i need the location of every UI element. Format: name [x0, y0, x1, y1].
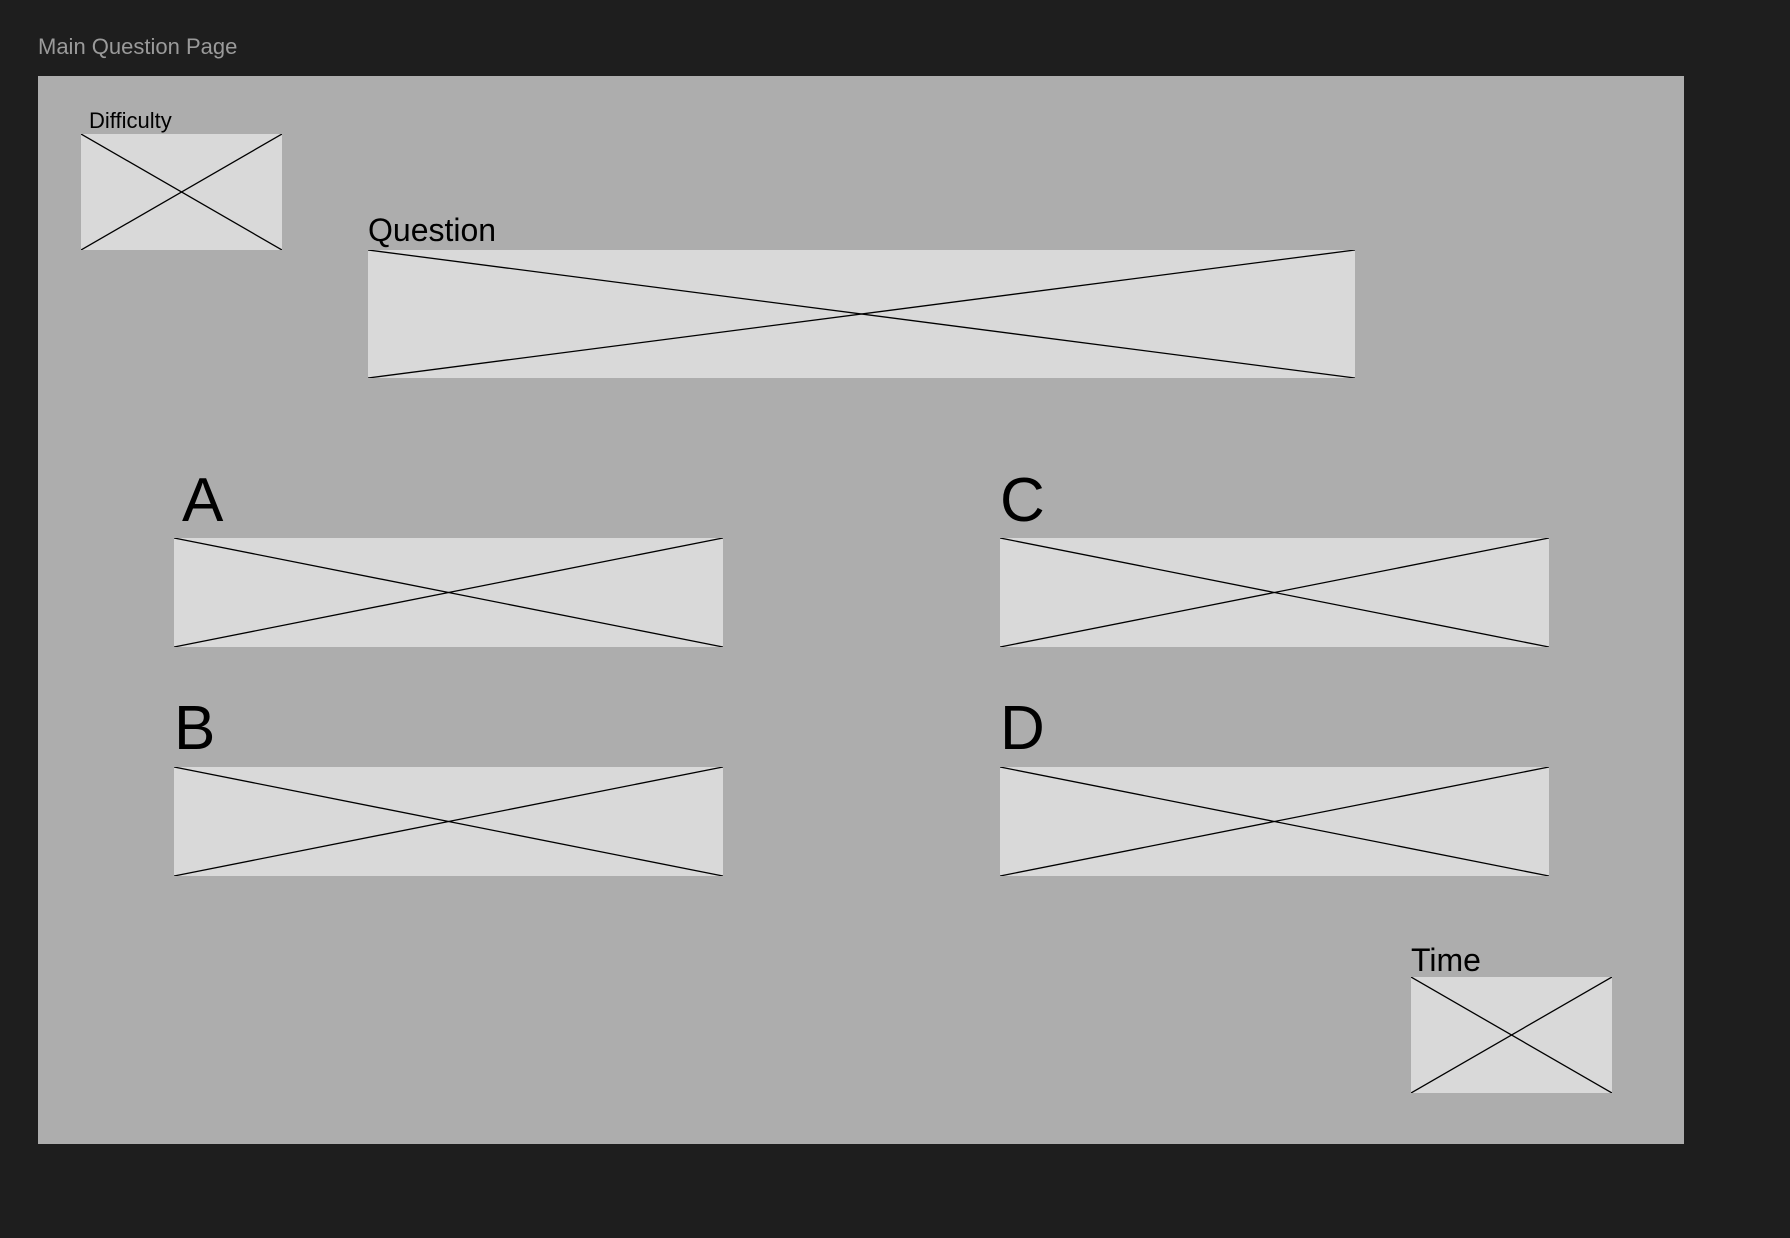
option-b-label: B [174, 694, 216, 763]
placeholder-cross-icon [81, 134, 282, 250]
placeholder-cross-icon [174, 767, 723, 876]
placeholder-cross-icon [174, 538, 723, 647]
option-a-button[interactable] [174, 538, 723, 647]
placeholder-cross-icon [1411, 977, 1612, 1093]
option-d-button[interactable] [1000, 767, 1549, 876]
placeholder-cross-icon [1000, 767, 1549, 876]
difficulty-label: Difficulty [89, 108, 172, 133]
time-label: Time [1411, 942, 1481, 978]
difficulty-image-placeholder [81, 134, 282, 250]
placeholder-cross-icon [368, 250, 1355, 378]
question-label: Question [368, 212, 497, 248]
main-question-frame[interactable]: Difficulty Question A C B [38, 76, 1684, 1144]
question-image-placeholder [368, 250, 1355, 378]
option-d-label: D [1000, 694, 1045, 763]
option-b-button[interactable] [174, 767, 723, 876]
option-c-button[interactable] [1000, 538, 1549, 647]
frame-title[interactable]: Main Question Page [38, 34, 238, 59]
time-image-placeholder [1411, 977, 1612, 1093]
option-a-label: A [182, 466, 224, 535]
option-c-label: C [1000, 466, 1045, 535]
placeholder-cross-icon [1000, 538, 1549, 647]
